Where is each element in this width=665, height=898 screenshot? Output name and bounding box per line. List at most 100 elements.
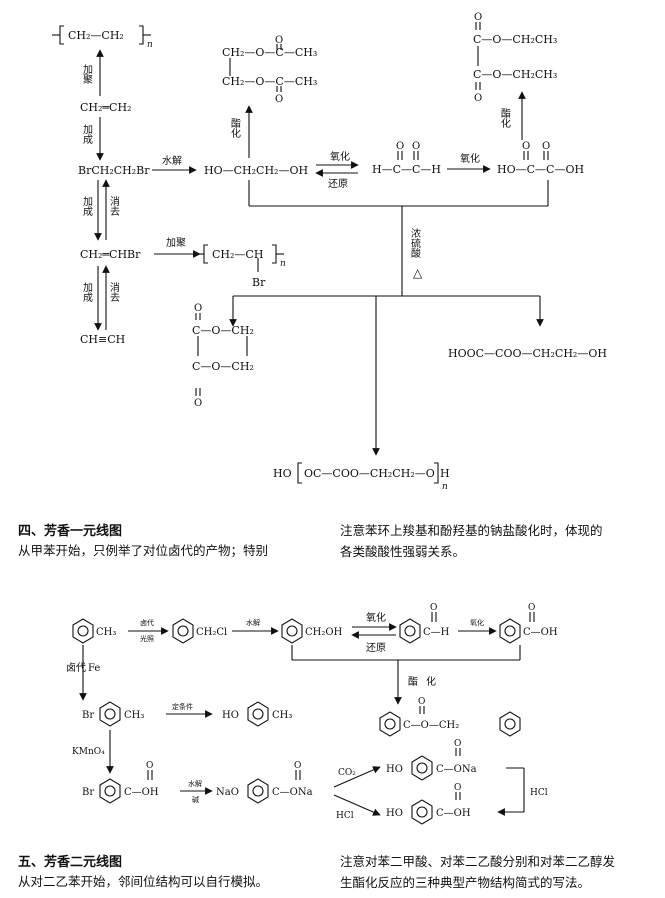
diacetate-o2: O	[275, 94, 283, 105]
label-jiacheng-2: 加成	[81, 196, 93, 217]
diagram1-labels: CH₂—CH₂ n 加聚 CH₂═CH₂ 加成 BrCH₂CH₂Br 加成 消去…	[68, 12, 607, 492]
phenoxide-o: O	[294, 761, 301, 771]
section4-text-right-2: 各类酸酸性强弱关系。	[340, 544, 466, 559]
label-yanghua-1: 氧化	[330, 150, 350, 163]
phenoxide-ona: C—ONa	[272, 787, 313, 798]
polyester-ho: HO	[273, 467, 292, 480]
glyoxal: H—C—C—H	[372, 163, 441, 176]
polyester-main: OC—COO—CH₂CH₂—O	[304, 467, 435, 480]
label-xiaoqu-1: 消去	[108, 195, 120, 216]
label-zhihua-1: 酯化	[229, 118, 241, 138]
benzene-ring-benzyl-chloride	[172, 618, 194, 644]
label-shuijie: 水解	[162, 154, 182, 167]
label-zhihua-2: 酯化	[499, 108, 511, 128]
label-conc-acid: 浓硫酸	[409, 228, 421, 259]
diethyl-o1: O	[474, 12, 482, 23]
benzene-ring-bromobenzoic	[99, 778, 121, 804]
oxalic-o1: O	[522, 141, 530, 152]
benzene-ring-hba	[411, 799, 433, 825]
benzyl-alcohol-sub: CH₂OH	[305, 627, 343, 638]
cyclic-o2: O	[194, 398, 202, 409]
poly-vb-br: Br	[252, 276, 266, 289]
diacetate-bottom: CH₂—O—C—CH₃	[222, 75, 317, 88]
cond-shuijie: 水解	[246, 618, 260, 627]
cond-ludai-fe-1: 卤代	[66, 661, 86, 674]
polyethylene-n: n	[147, 40, 153, 50]
p-cresol-ho: HO	[222, 710, 239, 721]
diacetate-top: CH₂—O—C—CH₃	[222, 46, 317, 59]
cond-guangzhao: 光照	[140, 634, 154, 643]
half-ester: HOOC—COO—CH₂CH₂—OH	[448, 347, 607, 360]
benzene-ring-toluene	[72, 618, 94, 644]
label-jiacheng-3: 加成	[81, 282, 93, 303]
section4-text-right-1: 注意苯环上羧基和酚羟基的钠盐酸化时，体现的	[340, 523, 603, 538]
benzene-ring-benzyl-alcohol	[281, 618, 303, 644]
hba-o: O	[454, 783, 461, 793]
benzyl-chloride-sub: CH₂Cl	[196, 627, 227, 638]
glyoxal-o2: O	[412, 141, 420, 152]
phenol-salt-o: O	[454, 739, 461, 749]
benzoic-o: O	[528, 603, 535, 613]
label-xiaoqu-2: 消去	[108, 281, 120, 302]
bromobenzoic-o: O	[146, 761, 153, 771]
diagram-aliphatic	[52, 22, 549, 484]
cond-hcl-left: HCl	[336, 811, 354, 821]
poly-vinyl-bromide: CH₂—CH	[212, 248, 263, 261]
benzene-ring-ester-right	[499, 711, 521, 737]
cond-yanghua-2: 氧化	[470, 618, 484, 627]
benzene-ring-phenol-salt	[411, 755, 433, 781]
dibromoethane: BrCH₂CH₂Br	[78, 164, 150, 177]
hba-ho: HO	[386, 808, 403, 819]
cond-jian: 碱	[192, 796, 199, 804]
glyoxal-o1: O	[396, 141, 404, 152]
cond-hcl-right: HCl	[530, 788, 548, 798]
cond-yanghua: 氧化	[366, 611, 386, 624]
vinyl-bromide: CH₂═CHBr	[80, 248, 141, 261]
section5-text-right-1: 注意对苯二甲酸、对苯二乙酸分别和对苯二乙醇发	[340, 854, 616, 869]
diethyl-bottom: C—O—CH₂CH₃	[473, 68, 557, 81]
bromobenzoic-br: Br	[82, 787, 94, 798]
cond-ludai: 卤代	[140, 618, 154, 627]
p-cresol-ch3: CH₃	[272, 710, 292, 721]
section4-title: 四、芳香一元线图	[18, 524, 123, 539]
benzoic-sub: C—OH	[523, 627, 558, 638]
aldehyde-o: O	[430, 603, 437, 613]
cond-kmno4: KMnO₄	[72, 747, 105, 757]
phenol-salt-ona: C—ONa	[436, 764, 477, 775]
diethyl-top: C—O—CH₂CH₃	[473, 33, 557, 46]
cyclic-top: C—O—CH₂	[192, 324, 254, 337]
bromotoluene-br: Br	[82, 710, 94, 721]
label-jiaju-1: 加聚	[81, 64, 93, 85]
cyclic-o1: O	[194, 303, 202, 314]
benzene-ring-ester-left	[379, 711, 401, 737]
section5-text-right-2: 生酯化反应的三种典型产物结构简式的写法。	[340, 875, 591, 890]
diacetate-o1: O	[275, 35, 283, 46]
oxalic-acid: HO—C—C—OH	[497, 163, 584, 176]
cond-dingtiaojian: 定条件	[172, 702, 193, 711]
cond-huanyuan: 还原	[366, 642, 386, 654]
section5-text-left: 从对二乙苯开始，邻间位结构可以自行模拟。	[18, 874, 269, 889]
toluene-ch3: CH₃	[96, 627, 116, 638]
cond-ludai-fe-2: Fe	[88, 663, 100, 674]
oxalic-o2: O	[542, 141, 550, 152]
label-jiacheng-1: 加成	[81, 124, 93, 145]
cond-shuijie-2: 水解	[188, 779, 202, 788]
bromotoluene-ch3: CH₃	[124, 710, 144, 721]
polyethylene: CH₂—CH₂	[68, 29, 124, 42]
cyclic-bottom: C—O—CH₂	[192, 360, 254, 373]
phenol-salt-ho: HO	[386, 764, 403, 775]
diagram2-labels: CH₃ 卤代 光照 CH₂Cl 水解 CH₂OH 氧化 还原 O C—H 氧化 …	[66, 603, 558, 821]
benzene-ring-phenoxide	[247, 778, 269, 804]
ester-mid: C—O—CH₂	[403, 720, 459, 731]
label-huanyuan: 还原	[328, 178, 348, 190]
diagram-aromatic	[72, 612, 535, 825]
poly-vb-n: n	[280, 259, 286, 269]
ester-o: O	[418, 697, 425, 707]
ethylene: CH₂═CH₂	[80, 101, 131, 114]
benzene-ring-benzoic	[499, 618, 521, 644]
benzene-ring-bromotoluene	[99, 701, 121, 727]
hba-oh: C—OH	[436, 808, 471, 819]
cond-zhihua: 酯化	[408, 675, 444, 688]
heat-icon: △	[413, 266, 423, 280]
